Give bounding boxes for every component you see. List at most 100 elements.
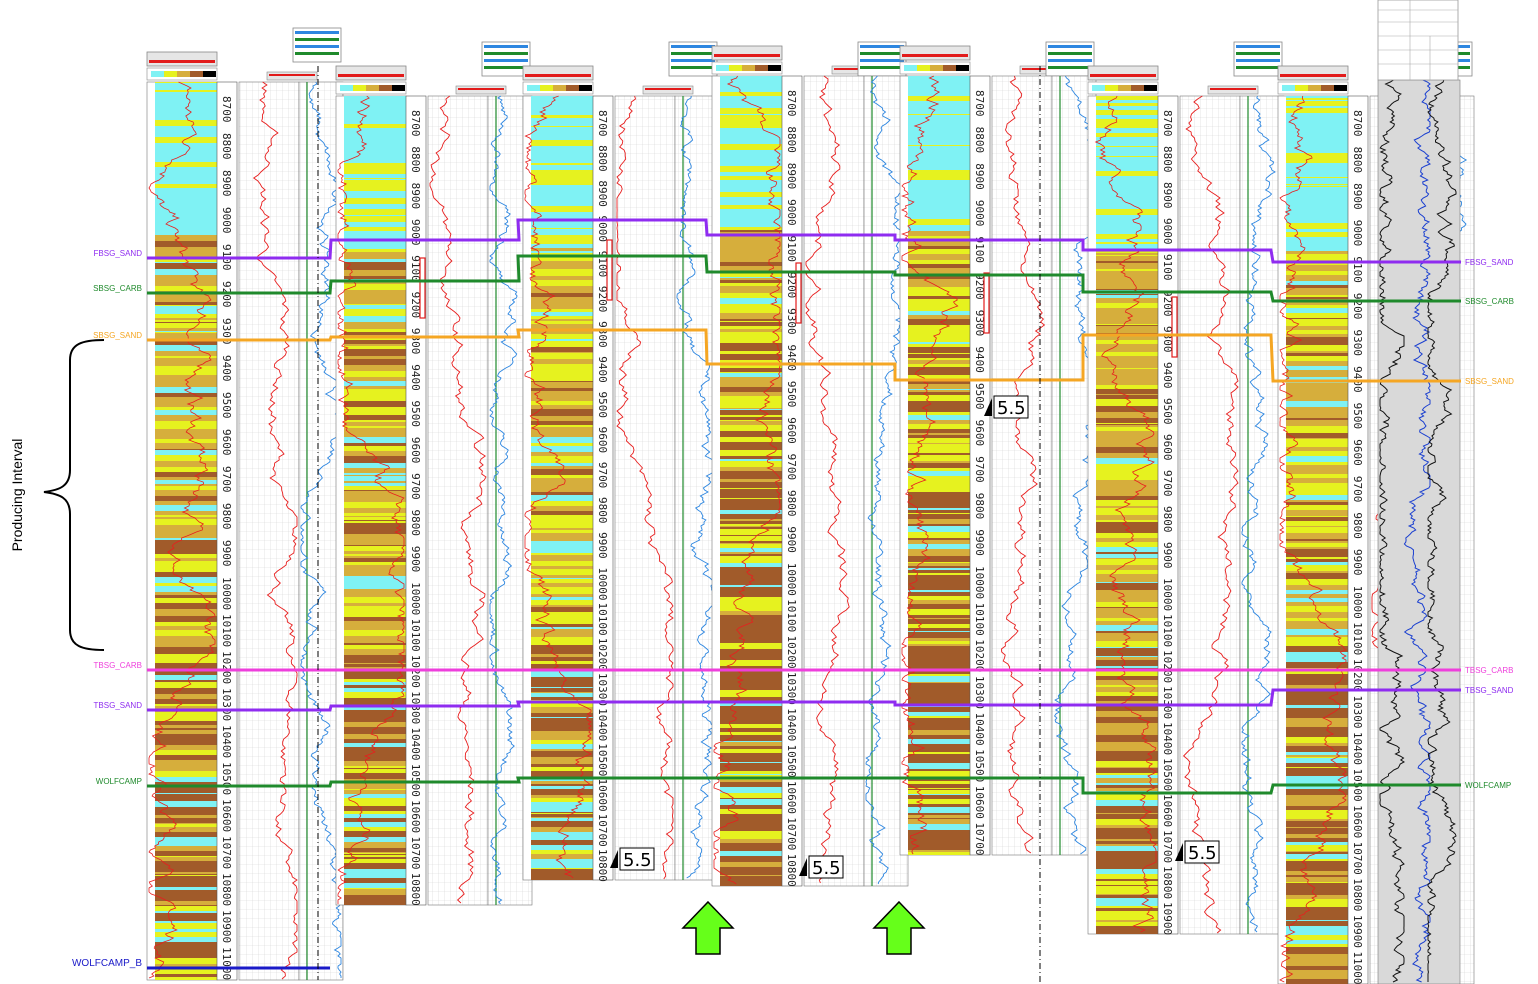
lithology-bed [1096,406,1158,412]
lithology-bed [155,622,217,626]
lithology-bed [1096,800,1158,806]
lithology-bed [344,794,406,798]
lithology-bed [720,851,782,856]
depth-label: 9700 [1351,476,1364,503]
lithology-bed [155,801,217,807]
lithology-bed [344,509,406,513]
lithology-bed [155,577,217,583]
lithology-bed [720,450,782,456]
lithology-bed [720,543,782,544]
lithology-bed [1286,976,1348,979]
res-scale-bar [671,45,715,48]
lithology-bed [155,975,217,977]
lithology-bed [1286,361,1348,366]
lithology-bed [155,921,217,923]
lithology-bed [908,210,970,216]
lithology-bed [1096,886,1158,891]
depth-label: 10700 [596,814,609,847]
lithology-bed [344,902,406,904]
lithology-bed [720,488,782,489]
lithology-bed [908,492,970,493]
lithology-bed [531,181,593,183]
lithology-bed [1286,205,1348,207]
lithology-bed [531,660,593,661]
lithology-bed [720,247,782,251]
lithology-bed [1286,867,1348,871]
lithology-bed [531,824,593,827]
lithology-bed [720,209,782,215]
lithology-bed [1286,101,1348,106]
lithology-bed [908,216,970,219]
lithology-bed [720,316,782,319]
lithology-bed [908,538,970,540]
lithology-bed [1096,885,1158,886]
lithology-bed [531,575,593,578]
lithology-bed [155,375,217,380]
gr-scale-bar [1210,88,1256,90]
lithology-bed [531,273,593,276]
depth-label: 9400 [1161,362,1174,389]
lithology-bed [344,545,406,546]
lithology-bed [720,456,782,459]
lithology-bed [1096,325,1158,326]
lithology-bed [720,284,782,286]
lithology-bed [720,82,782,88]
lithology-bed [155,181,217,184]
lithology-bed [155,156,217,162]
depth-label: 9700 [785,454,798,481]
lithology-bed [344,854,406,855]
lithology-bed [155,333,217,339]
lithology-bed [531,469,593,475]
lithology-bed [1096,841,1158,844]
lithology-bed [344,520,406,521]
lithology-bed [720,158,782,162]
lithology-bed [1096,775,1158,778]
gr-scale-bar [458,88,504,90]
lithology-bed [720,504,782,510]
lithology-bed [155,312,217,314]
lithology-bed [908,104,970,109]
lithology-bed [344,329,406,332]
lithology-bed [155,672,217,675]
res-scale-bar [1048,66,1092,69]
gr-scale-bar [645,88,691,90]
depth-label: 10800 [1161,866,1174,899]
lithology-bed [531,515,593,520]
lithology-bed [1096,295,1158,298]
depth-label: 9600 [596,427,609,454]
depth-label: 10900 [220,910,233,943]
lithology-bed [344,591,406,597]
lithology-bed [908,114,970,115]
lithology-bed [908,844,970,846]
lithology-bed [720,856,782,862]
lithology-bed [1286,757,1348,758]
lithology-bed [531,781,593,784]
lithology-bed [1286,527,1348,529]
lithology-bed [908,149,970,154]
lithology-bed [531,256,593,261]
depth-label: 9600 [1161,434,1174,461]
lithology-bed [720,632,782,634]
lithology-bed [1286,135,1348,140]
res-scale-bar [860,59,904,62]
lithology-bed [1286,979,1348,982]
lithology-bed [720,556,782,562]
lithology-bed [1096,512,1158,515]
lithology-bed [720,517,782,519]
lithology-bed [1286,401,1348,407]
lithology-bed [531,744,593,749]
lithology-bed [1286,859,1348,861]
lithology-bed [155,932,217,937]
lithology-bed [1286,449,1348,451]
lithology-bed [1286,447,1348,449]
depth-label: 10100 [785,599,798,632]
lithology-bed [908,575,970,580]
depth-label: 9400 [1351,366,1364,393]
resistivity-curve [489,95,518,905]
lithology-bed [1096,123,1158,128]
lithology-bed [531,466,593,469]
lithology-bed [155,777,217,782]
lithology-bed [1286,144,1348,148]
lithology-bed [908,556,970,562]
lithology-bed [531,124,593,126]
